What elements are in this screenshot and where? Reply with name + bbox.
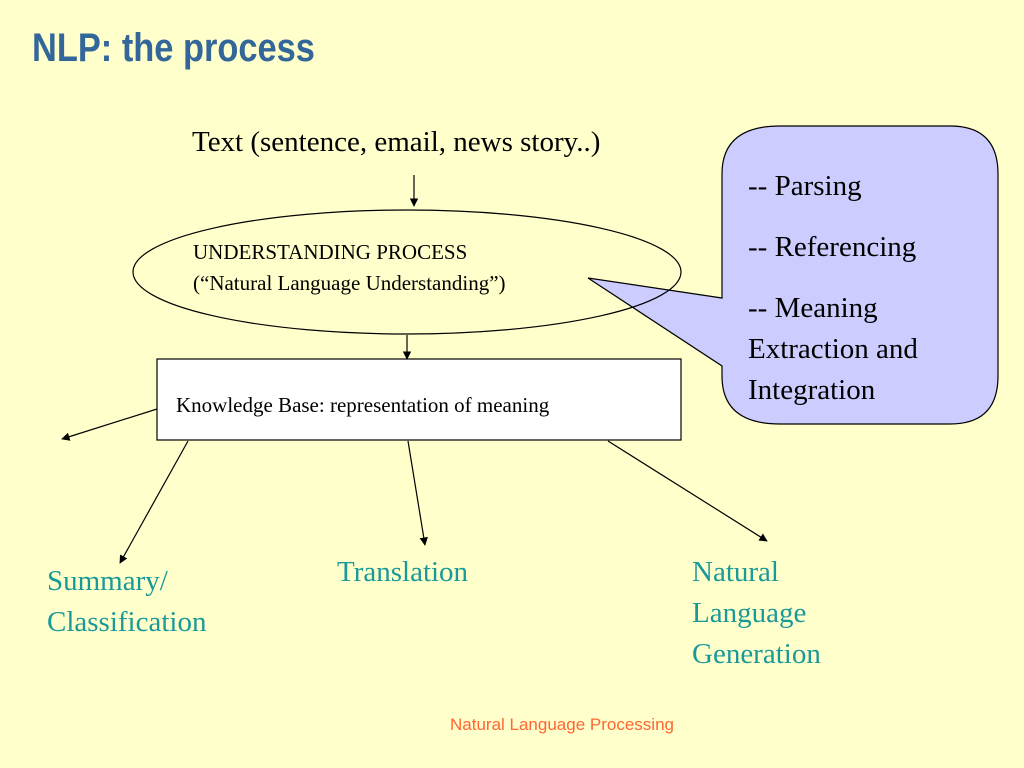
- callout-item-parsing: -- Parsing: [748, 170, 862, 202]
- understanding-ellipse: [132, 209, 682, 335]
- input-text-label: Text (sentence, email, news story..): [192, 126, 601, 158]
- knowledge-base-box: [156, 358, 682, 441]
- slide-title: NLP: the process: [32, 26, 315, 70]
- output-summary-line2: Classification: [47, 606, 207, 638]
- slide-footer: Natural Language Processing: [450, 715, 674, 734]
- output-nlg-line1: Natural: [692, 556, 779, 588]
- arrow-kb-to-translation: [407, 440, 428, 546]
- knowledge-base-label: Knowledge Base: representation of meanin…: [176, 393, 550, 417]
- output-nlg: Natural Language Generation: [692, 552, 821, 675]
- output-summary-classification: Summary/ Classification: [47, 561, 206, 643]
- output-translation: Translation: [337, 556, 469, 588]
- callout-bubble: [587, 125, 999, 425]
- output-summary-line1: Summary/: [47, 565, 168, 597]
- nlu-label: (“Natural Language Understanding”): [193, 271, 506, 295]
- output-nlg-line2: Language: [692, 597, 807, 629]
- understanding-process-label: UNDERSTANDING PROCESS: [193, 240, 468, 264]
- arrow-kb-left: [61, 408, 158, 441]
- callout-item-referencing: -- Referencing: [748, 231, 917, 263]
- arrow-kb-to-nlg: [607, 440, 768, 542]
- callout-list: -- Parsing -- Referencing -- Meaning Ext…: [748, 166, 988, 411]
- output-nlg-line3: Generation: [692, 638, 821, 670]
- arrow-kb-to-summary: [119, 440, 189, 564]
- callout-item-meaning: -- Meaning Extraction and Integration: [748, 292, 918, 406]
